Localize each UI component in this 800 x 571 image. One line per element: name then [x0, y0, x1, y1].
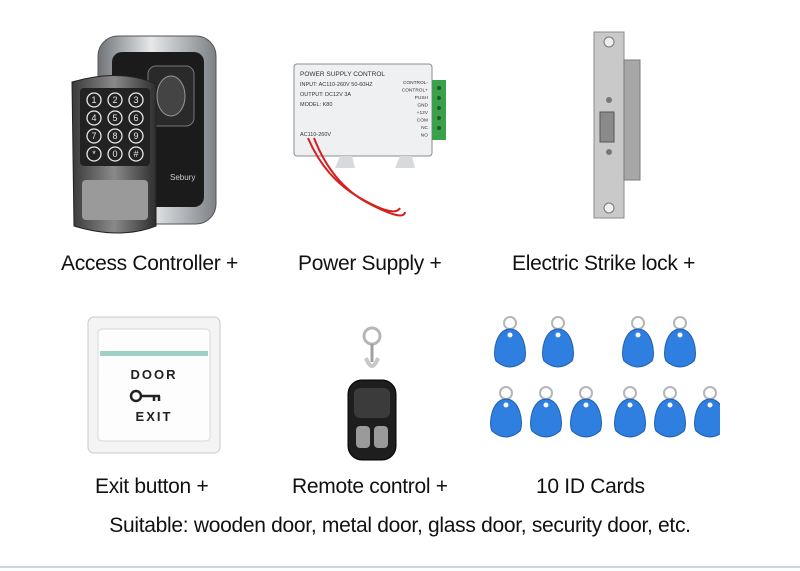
id-card-tag: [694, 386, 720, 438]
divider: [0, 566, 800, 568]
keypad-key: 8: [112, 131, 117, 141]
terminal-label: CONTROL-: [403, 80, 428, 86]
id-card-tag: [530, 386, 562, 438]
keypad-key: 1: [91, 95, 96, 105]
electric-strike-lock-image: [584, 30, 654, 222]
terminal-label: PUSH: [415, 95, 429, 101]
keypad-key: *: [92, 149, 96, 159]
keypad-key: 6: [133, 113, 138, 123]
label-power-supply: Power Supply +: [298, 252, 442, 275]
power-supply-line: POWER SUPPLY CONTROL: [300, 71, 385, 78]
label-remote-control: Remote control +: [292, 475, 448, 498]
terminal-label: COM: [417, 118, 428, 124]
id-card-tag: [614, 386, 646, 438]
terminal-label: NC: [421, 125, 428, 131]
suitable-doors-text: Suitable: wooden door, metal door, glass…: [109, 514, 691, 537]
access-controller-image: 1 2 3 4 5 6 7 8 9 * 0 # Sebury: [60, 30, 230, 245]
terminal-label: +12V: [417, 110, 429, 116]
id-cards-image: [480, 315, 720, 455]
keypad-key: 5: [112, 113, 117, 123]
keypad-key: 2: [112, 95, 117, 105]
id-card-tag: [542, 316, 574, 368]
label-electric-strike-lock: Electric Strike lock +: [512, 252, 696, 275]
remote-control-image: [330, 318, 420, 468]
terminal-label: NO: [421, 133, 428, 139]
terminal-label: GND: [417, 103, 428, 109]
power-supply-line: INPUT: AC110-260V 50-60HZ: [300, 82, 373, 88]
svg-text:DOOR: DOOR: [131, 367, 178, 382]
keypad-key: 0: [112, 149, 117, 159]
power-supply-line: OUTPUT: DC12V 3A: [300, 92, 351, 98]
id-card-tag: [570, 386, 602, 438]
key-icon: [129, 389, 161, 403]
id-card-tag: [494, 316, 526, 368]
exit-button-image: DOOR EXIT: [86, 315, 222, 455]
label-id-cards: 10 ID Cards: [536, 475, 645, 498]
label-access-controller: Access Controller +: [61, 252, 238, 275]
svg-text:EXIT: EXIT: [136, 409, 173, 424]
id-card-tag: [654, 386, 686, 438]
keypad-key: 9: [133, 131, 138, 141]
keypad-key: 4: [91, 113, 96, 123]
id-card-tag: [664, 316, 696, 368]
power-supply-image: POWER SUPPLY CONTROL INPUT: AC110-260V 50…: [280, 58, 450, 218]
label-exit-button: Exit button +: [95, 475, 209, 498]
id-card-tag: [490, 386, 522, 438]
id-card-tag: [622, 316, 654, 368]
power-supply-line: MODEL: K80: [300, 102, 332, 108]
keypad-key: 7: [91, 131, 96, 141]
keypad-key: #: [133, 149, 138, 159]
power-supply-line: AC110-260V: [300, 132, 331, 138]
keypad-key: 3: [133, 95, 138, 105]
terminal-label: CONTROL+: [402, 88, 428, 94]
brand-text: Sebury: [170, 173, 195, 182]
